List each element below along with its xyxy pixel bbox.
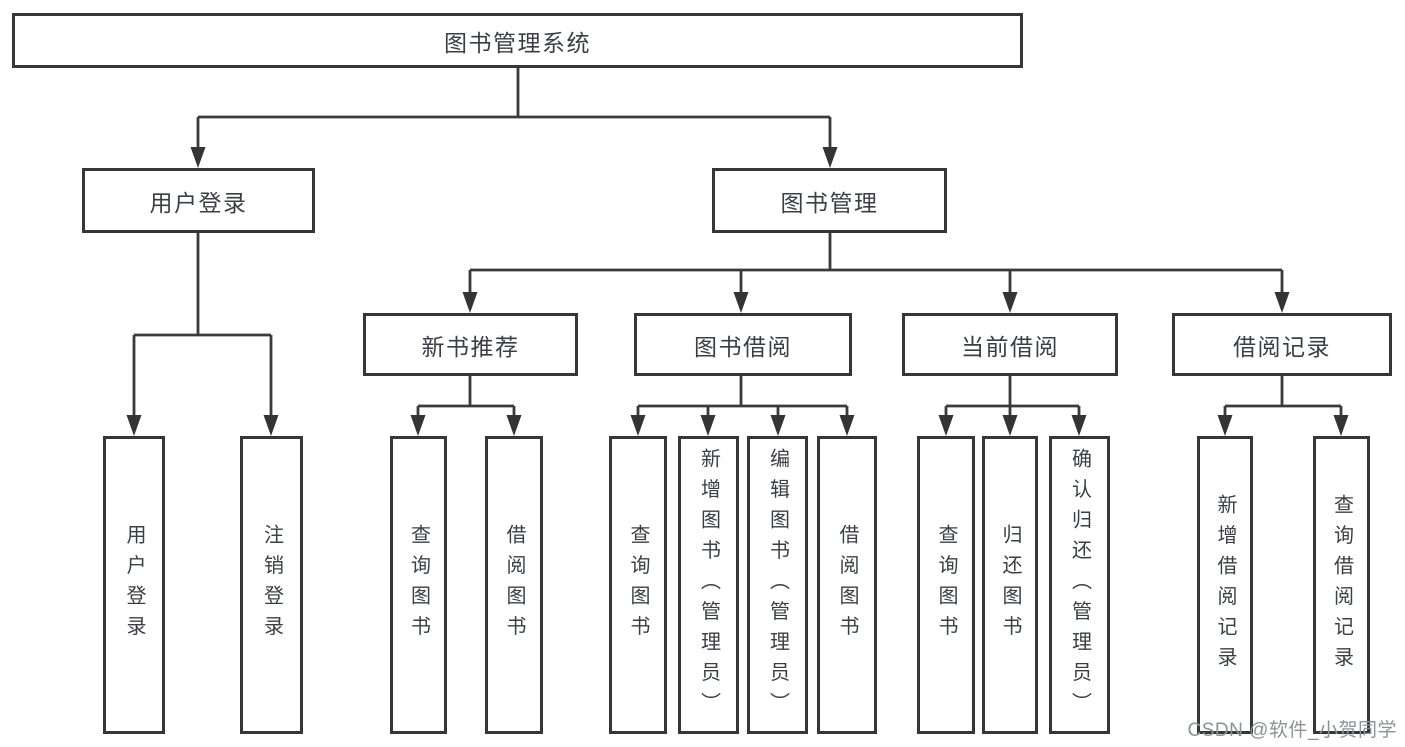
leaf-borrow-query-book: 查询图书: [609, 436, 667, 734]
leaf-user-login: 用户登录: [103, 436, 165, 734]
leaf-current-return-book: 归还图书: [982, 436, 1038, 734]
node-new-book-rec-label: 新书推荐: [421, 333, 520, 360]
node-book-management: 图书管理: [712, 168, 947, 233]
leaf-current-confirm-return-admin: 确认归还（管理员）: [1049, 436, 1110, 734]
node-root-label: 图书管理系统: [444, 29, 591, 56]
leaf-newrec-borrow-book: 借阅图书: [485, 436, 543, 734]
connector-root-to-level2: [190, 66, 838, 168]
node-borrow-records: 借阅记录: [1172, 313, 1392, 376]
leaf-records-query-record: 查询借阅记录: [1313, 436, 1370, 734]
node-new-book-rec: 新书推荐: [363, 313, 578, 376]
connector-new-book-rec-children: [410, 374, 522, 436]
connector-book-borrow-children: [630, 374, 855, 436]
connector-user-login-children: [126, 231, 279, 436]
connector-current-borrow-children: [938, 374, 1087, 436]
leaf-current-query-book: 查询图书: [917, 436, 975, 734]
connector-book-management-children: [462, 231, 1290, 313]
node-book-borrow-label: 图书借阅: [694, 333, 792, 360]
leaf-borrow-add-book-admin: 新增图书（管理员）: [678, 436, 739, 734]
node-borrow-records-label: 借阅记录: [1233, 333, 1331, 360]
node-root: 图书管理系统: [12, 13, 1023, 68]
node-user-login: 用户登录: [82, 168, 315, 233]
node-current-borrow: 当前借阅: [902, 313, 1118, 376]
leaf-records-add-record: 新增借阅记录: [1197, 436, 1253, 734]
node-book-management-label: 图书管理: [780, 189, 879, 216]
leaf-borrow-edit-book-admin: 编辑图书（管理员）: [747, 436, 808, 734]
node-current-borrow-label: 当前借阅: [961, 333, 1059, 360]
leaf-borrow-borrow-book: 借阅图书: [817, 436, 877, 734]
node-user-login-label: 用户登录: [149, 189, 248, 216]
leaf-newrec-query-book: 查询图书: [390, 436, 447, 734]
csdn-watermark: CSDN @软件_小贺同学: [1187, 720, 1397, 741]
connector-borrow-records-children: [1217, 374, 1349, 436]
node-book-borrow: 图书借阅: [634, 313, 852, 376]
leaf-logout-login: 注销登录: [240, 436, 303, 734]
